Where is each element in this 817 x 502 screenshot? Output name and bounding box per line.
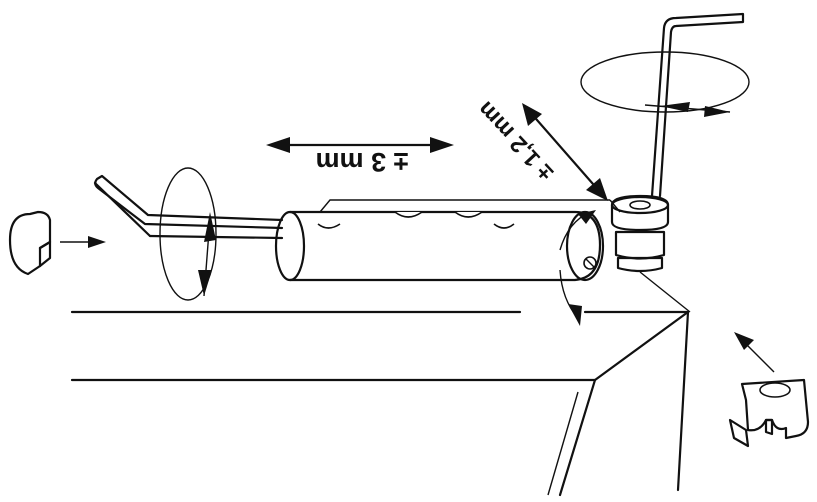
rotation-arrow-side bbox=[198, 212, 216, 297]
clip-insert-arrow bbox=[734, 332, 775, 373]
hinge-knuckle bbox=[610, 194, 670, 273]
insert-arrow bbox=[60, 236, 106, 248]
rotation-arrow-top bbox=[644, 102, 731, 117]
rotation-ellipse-top bbox=[580, 51, 750, 113]
horizontal-adjustment-arrow bbox=[266, 137, 454, 153]
hinge-arc-arrow-upper bbox=[559, 210, 596, 251]
hinge-body bbox=[274, 199, 621, 282]
diagonal-adjustment-label: ± 1,2 mm bbox=[472, 97, 558, 187]
hinge-arc-arrow-lower bbox=[559, 269, 582, 326]
allen-key-vertical bbox=[650, 12, 745, 198]
rotation-ellipse-side bbox=[159, 167, 217, 301]
horizontal-adjustment-label: ± 3 mm bbox=[316, 147, 409, 177]
bracket-clip bbox=[728, 378, 810, 448]
window-frame bbox=[70, 271, 691, 497]
allen-key-horizontal bbox=[93, 174, 284, 240]
cover-cap bbox=[8, 210, 52, 276]
diagonal-adjustment-arrow bbox=[522, 103, 608, 201]
